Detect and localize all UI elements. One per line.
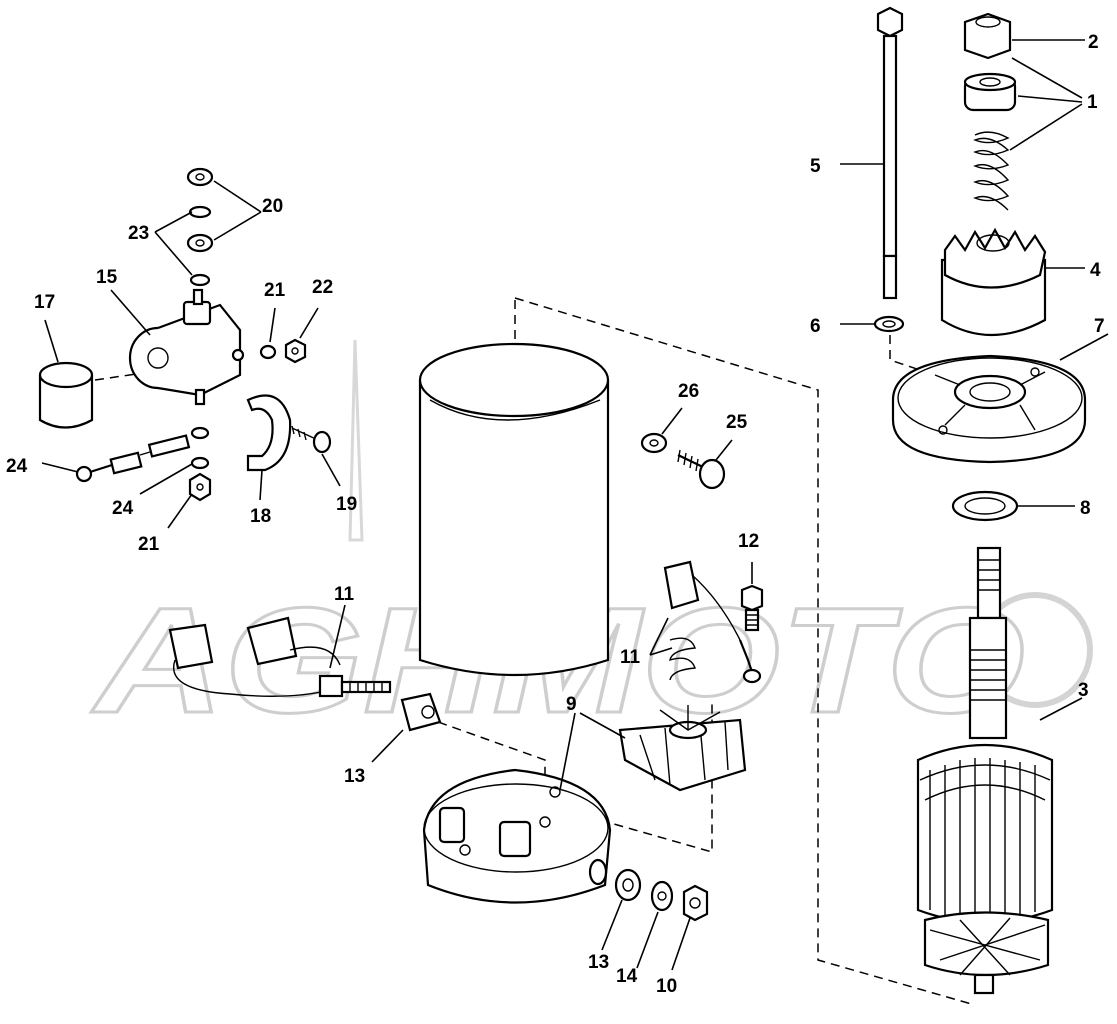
callout-10: 10 [656, 976, 677, 997]
lock-washer-24-bottom [190, 456, 210, 470]
callout-4: 4 [1090, 260, 1101, 281]
callout-9: 9 [566, 694, 577, 715]
brush-holder [618, 705, 747, 792]
insulator-washer-14 [614, 868, 642, 902]
leader-lines [41, 39, 1109, 971]
callout-1: 1 [1087, 92, 1098, 113]
callout-5: 5 [810, 156, 821, 177]
drive-end-cap [891, 354, 1087, 464]
callout-15: 14 [616, 966, 638, 987]
screw-26 [677, 449, 726, 490]
washer-27 [640, 432, 668, 454]
watermark-spire [348, 339, 364, 542]
callout-23: 22 [312, 277, 333, 298]
armature [916, 546, 1054, 995]
nut-21-top [186, 167, 214, 187]
callout-11-left: 11 [334, 584, 355, 605]
nut-23 [284, 338, 307, 364]
starter-switch [128, 288, 245, 406]
callout-3: 3 [1078, 680, 1089, 701]
callout-26: 25 [726, 412, 748, 433]
nut-10 [682, 884, 709, 922]
through-bolt [876, 6, 904, 300]
callout-19: 18 [250, 506, 271, 527]
callout-27: 26 [678, 381, 699, 402]
callout-14: 13 [588, 952, 609, 973]
brush-lead-left [168, 616, 392, 698]
callout-21-bottom: 21 [138, 534, 160, 555]
brush-spring-right [663, 560, 762, 684]
lock-washer-24-upper [188, 205, 212, 219]
washer-15 [650, 880, 674, 912]
callout-13: 13 [344, 766, 365, 787]
callout-8: 8 [1080, 498, 1091, 519]
callout-22: 21 [264, 280, 286, 301]
nut-21-bottom [188, 472, 212, 502]
callout-labels: 2 1 5 4 6 7 8 3 9 10 14 13 12 11 11 13 1… [6, 32, 1105, 997]
callout-21-top: 20 [262, 196, 283, 217]
battery-lead [75, 426, 210, 483]
callout-11-right: 11 [620, 647, 641, 668]
callout-25: 24 [6, 456, 28, 477]
washer-22 [259, 344, 277, 360]
drive-pinion [940, 227, 1047, 336]
bolt-washer [873, 315, 905, 333]
pinion-stop-nut [963, 12, 1012, 60]
nut-21-middle [186, 233, 214, 253]
screw-20 [291, 425, 332, 454]
switch-sleeve [38, 361, 94, 429]
callout-17: 15 [96, 267, 118, 288]
terminal-insulator [400, 692, 442, 732]
lock-washer-24-lower [189, 273, 211, 287]
callout-2: 2 [1088, 32, 1099, 53]
callout-12: 12 [738, 531, 759, 552]
callout-20: 19 [336, 494, 357, 515]
callout-6: 6 [810, 316, 821, 337]
callout-18: 17 [34, 292, 55, 313]
stop-collar-spring [963, 72, 1017, 211]
motor-frame [418, 342, 610, 677]
callout-24-bottom: 24 [112, 498, 134, 519]
commutator-end-cap [422, 768, 612, 904]
thrust-washer [951, 490, 1019, 522]
callout-7: 7 [1094, 316, 1105, 337]
callout-24-top: 23 [128, 223, 149, 244]
switch-bracket [246, 394, 292, 472]
terminal-screw [740, 584, 764, 632]
